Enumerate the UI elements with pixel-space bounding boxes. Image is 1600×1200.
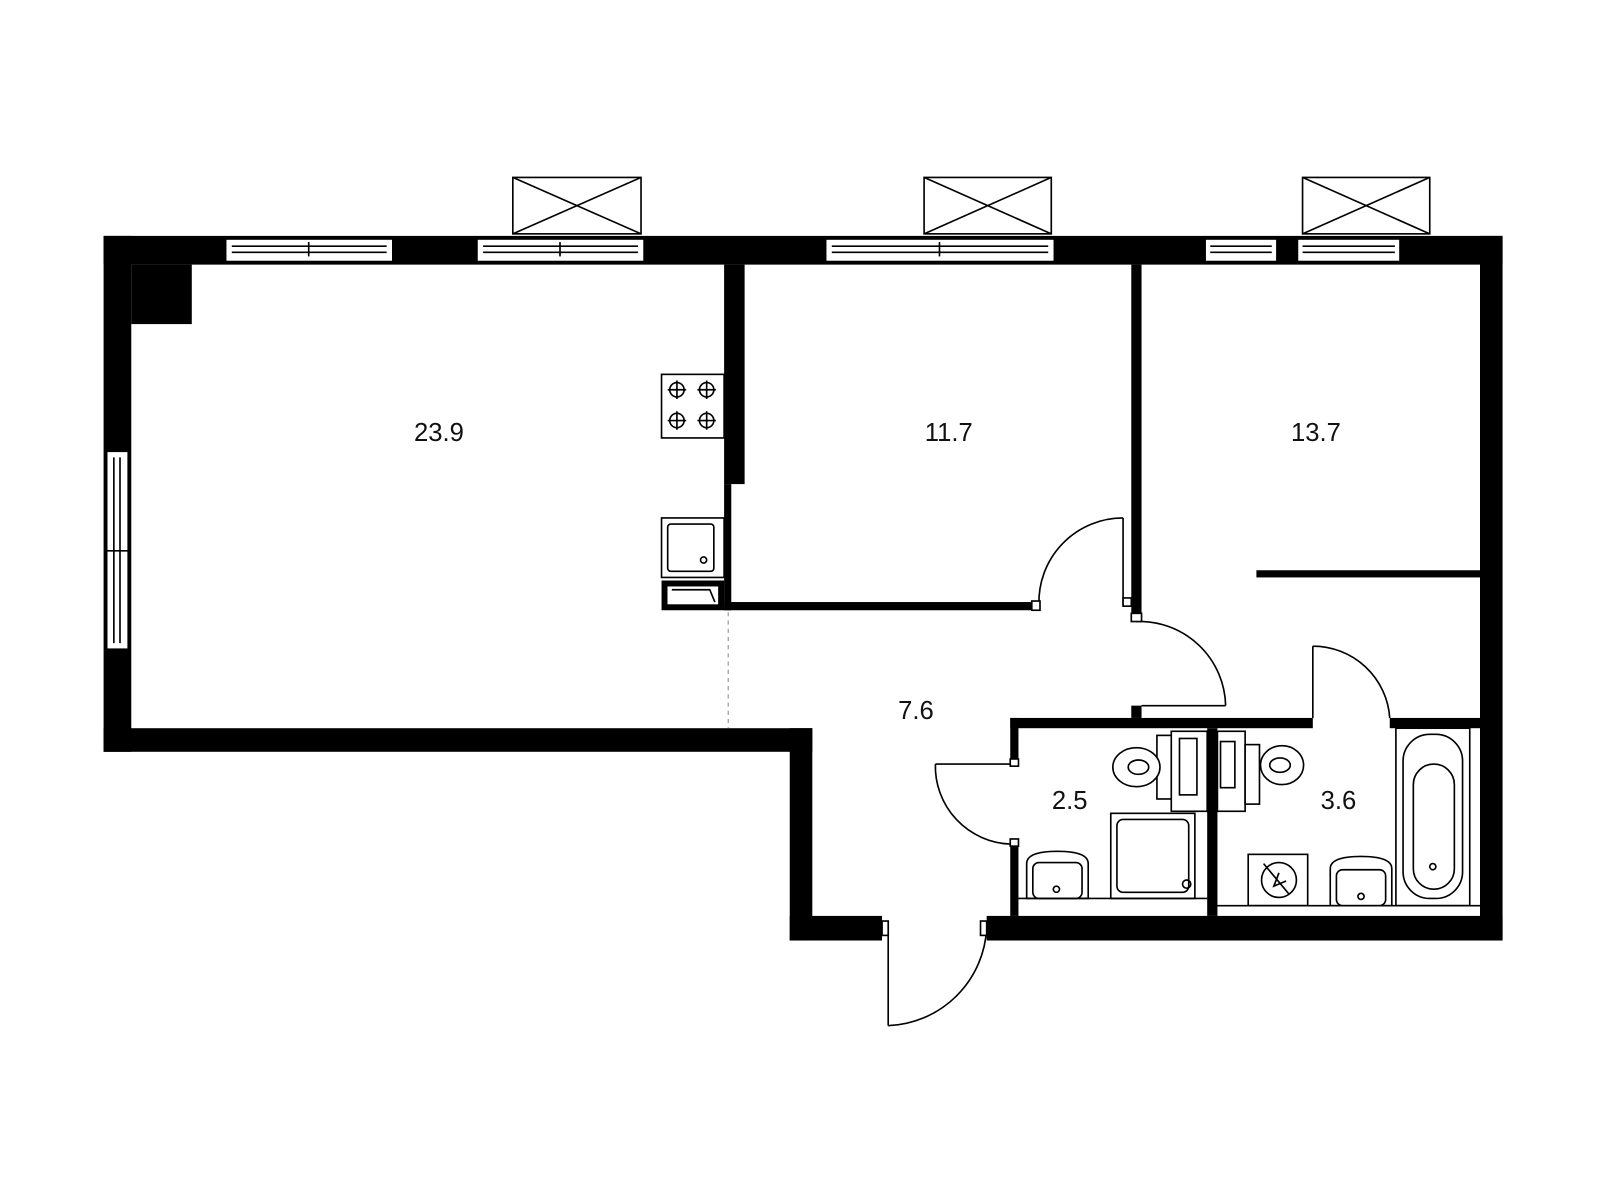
room-area-bedroom-1: 11.7: [925, 419, 973, 447]
entrance-door-icon: [881, 920, 988, 1027]
wardrobe-door-icon: [1312, 645, 1391, 719]
bathtub-icon: [1395, 727, 1471, 907]
window-icon: [1296, 238, 1401, 263]
walls: [103, 235, 1503, 941]
window-icon: [224, 238, 394, 263]
installation-box: [1216, 730, 1246, 813]
kitchen-sink-icon: [660, 517, 725, 579]
bedroom-1-door-icon: [1030, 517, 1133, 612]
washing-machine-icon: [1247, 853, 1309, 907]
doors: [881, 517, 1391, 1027]
ac-unit-icon: [923, 176, 1053, 235]
dishwasher-icon: [661, 580, 725, 611]
toilet-door-icon: [934, 758, 1020, 847]
room-area-bedroom-2: 13.7: [1291, 419, 1341, 447]
ac-units: [512, 176, 1431, 235]
window-icon: [1204, 238, 1278, 263]
shower-icon: [1109, 812, 1196, 900]
bedroom-2-door-icon: [1130, 612, 1227, 707]
washbasin-icon: [1025, 850, 1090, 900]
room-area-hallway: 7.6: [898, 697, 934, 725]
ac-unit-icon: [512, 176, 642, 235]
window-icon: [105, 450, 130, 651]
washbasin-icon: [1329, 855, 1393, 907]
window-icon: [476, 238, 645, 263]
toilet-icon: [1244, 743, 1305, 805]
room-area-toilet: 2.5: [1052, 787, 1088, 815]
windows: [105, 238, 1401, 651]
installation-box: [1170, 730, 1208, 813]
toilet-icon: [1112, 734, 1175, 800]
ac-unit-icon: [1301, 176, 1431, 235]
stove-icon: [660, 373, 725, 439]
window-icon: [824, 238, 1056, 263]
room-area-living-kitchen: 23.9: [414, 419, 464, 447]
room-area-bathroom: 3.6: [1321, 787, 1357, 815]
